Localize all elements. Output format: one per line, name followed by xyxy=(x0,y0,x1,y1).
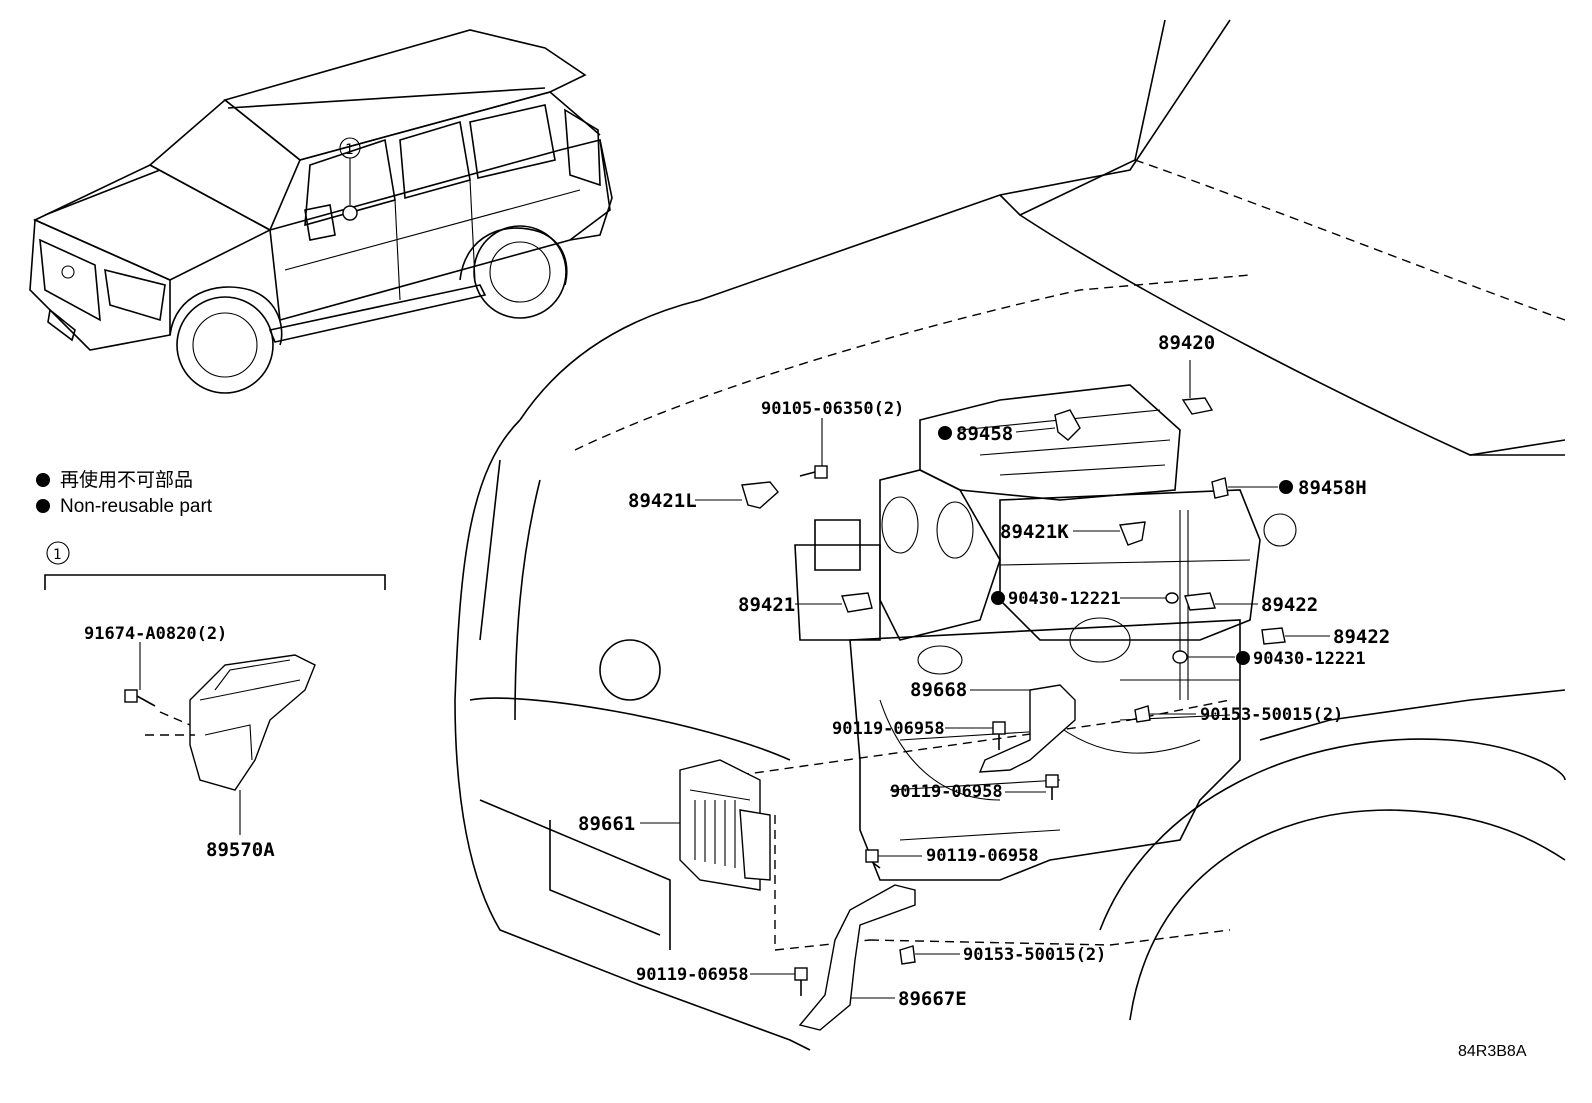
engine-illustration xyxy=(794,384,1297,881)
clip-90153b-icon xyxy=(899,945,960,965)
label-89458H: 89458H xyxy=(1298,477,1367,499)
location-marker-icon xyxy=(342,205,358,221)
bolt-icon xyxy=(124,689,156,707)
callout-number: 1 xyxy=(345,142,353,158)
washer-90430a-icon xyxy=(1120,592,1179,604)
part-shapes xyxy=(640,360,1330,1031)
bolt-90119a-icon xyxy=(945,721,1006,750)
bracket-89668-icon xyxy=(970,684,1076,773)
diagram-code: 84R3B8A xyxy=(1458,1043,1527,1060)
detail-box: 1 91674-A0820(2) 89570A xyxy=(44,541,386,861)
ecu-89661-icon xyxy=(640,759,771,891)
label-89570A: 89570A xyxy=(206,839,275,861)
label-90119c: 90119-06958 xyxy=(926,846,1039,866)
sensor-89458-icon xyxy=(1015,409,1081,441)
detail-box-number: 1 xyxy=(53,547,61,563)
sensor-89422a-icon xyxy=(1184,592,1258,611)
legend-jp: 再使用不可部品 xyxy=(60,469,193,491)
legend-en: Non-reusable part xyxy=(60,496,213,517)
label-89421L: 89421L xyxy=(628,490,697,512)
sensor-89421L-icon xyxy=(695,481,779,509)
sensor-89420-icon xyxy=(1181,360,1214,415)
label-89667E: 89667E xyxy=(898,988,967,1010)
vehicle-illustration: 1 xyxy=(29,29,613,394)
label-90105: 90105-06350(2) xyxy=(761,399,904,419)
label-89421K: 89421K xyxy=(1000,521,1069,543)
label-89422a: 89422 xyxy=(1261,594,1318,616)
sensor-89421K-icon xyxy=(1073,521,1146,546)
label-89668: 89668 xyxy=(910,679,967,701)
label-90153a: 90153-50015(2) xyxy=(1200,705,1343,725)
bullet-icon xyxy=(36,499,50,513)
label-89422b: 89422 xyxy=(1333,626,1390,648)
bullet-icon xyxy=(36,473,50,487)
non-reusable-bullet-icon xyxy=(1236,651,1250,665)
non-reusable-markers xyxy=(938,426,1293,665)
label-89420: 89420 xyxy=(1158,332,1215,354)
label-90430a: 90430-12221 xyxy=(1008,589,1121,609)
module-89570A xyxy=(189,654,316,791)
label-90119d: 90119-06958 xyxy=(636,965,749,985)
label-90153b: 90153-50015(2) xyxy=(963,945,1106,965)
non-reusable-bullet-icon xyxy=(938,426,952,440)
label-89421: 89421 xyxy=(738,594,795,616)
bolt-90105-icon xyxy=(799,418,828,479)
label-91674: 91674-A0820(2) xyxy=(84,624,227,644)
label-90430b: 90430-12221 xyxy=(1253,649,1366,669)
non-reusable-bullet-icon xyxy=(1279,480,1293,494)
bolt-90119b-icon xyxy=(1005,774,1059,800)
sensor-89421-icon xyxy=(795,592,873,613)
bracket-89667E-icon xyxy=(798,884,916,1031)
label-90119b: 90119-06958 xyxy=(890,782,1003,802)
bolt-90119c-icon xyxy=(865,849,922,869)
bolt-90119d-icon xyxy=(750,967,808,996)
non-reusable-bullet-icon xyxy=(991,591,1005,605)
washer-90430b-icon xyxy=(1172,650,1235,664)
clip-90153a-icon xyxy=(1134,705,1196,723)
label-89661: 89661 xyxy=(578,813,635,835)
label-89458: 89458 xyxy=(956,423,1013,445)
part-labels: 89420 90105-06350(2) 89458 89458H 89421L… xyxy=(578,332,1390,1010)
sensor-89422b-icon xyxy=(1261,627,1330,645)
label-90119a: 90119-06958 xyxy=(832,719,945,739)
sensor-89458H-icon xyxy=(1211,477,1278,499)
legend: 再使用不可部品 Non-reusable part xyxy=(36,469,213,517)
